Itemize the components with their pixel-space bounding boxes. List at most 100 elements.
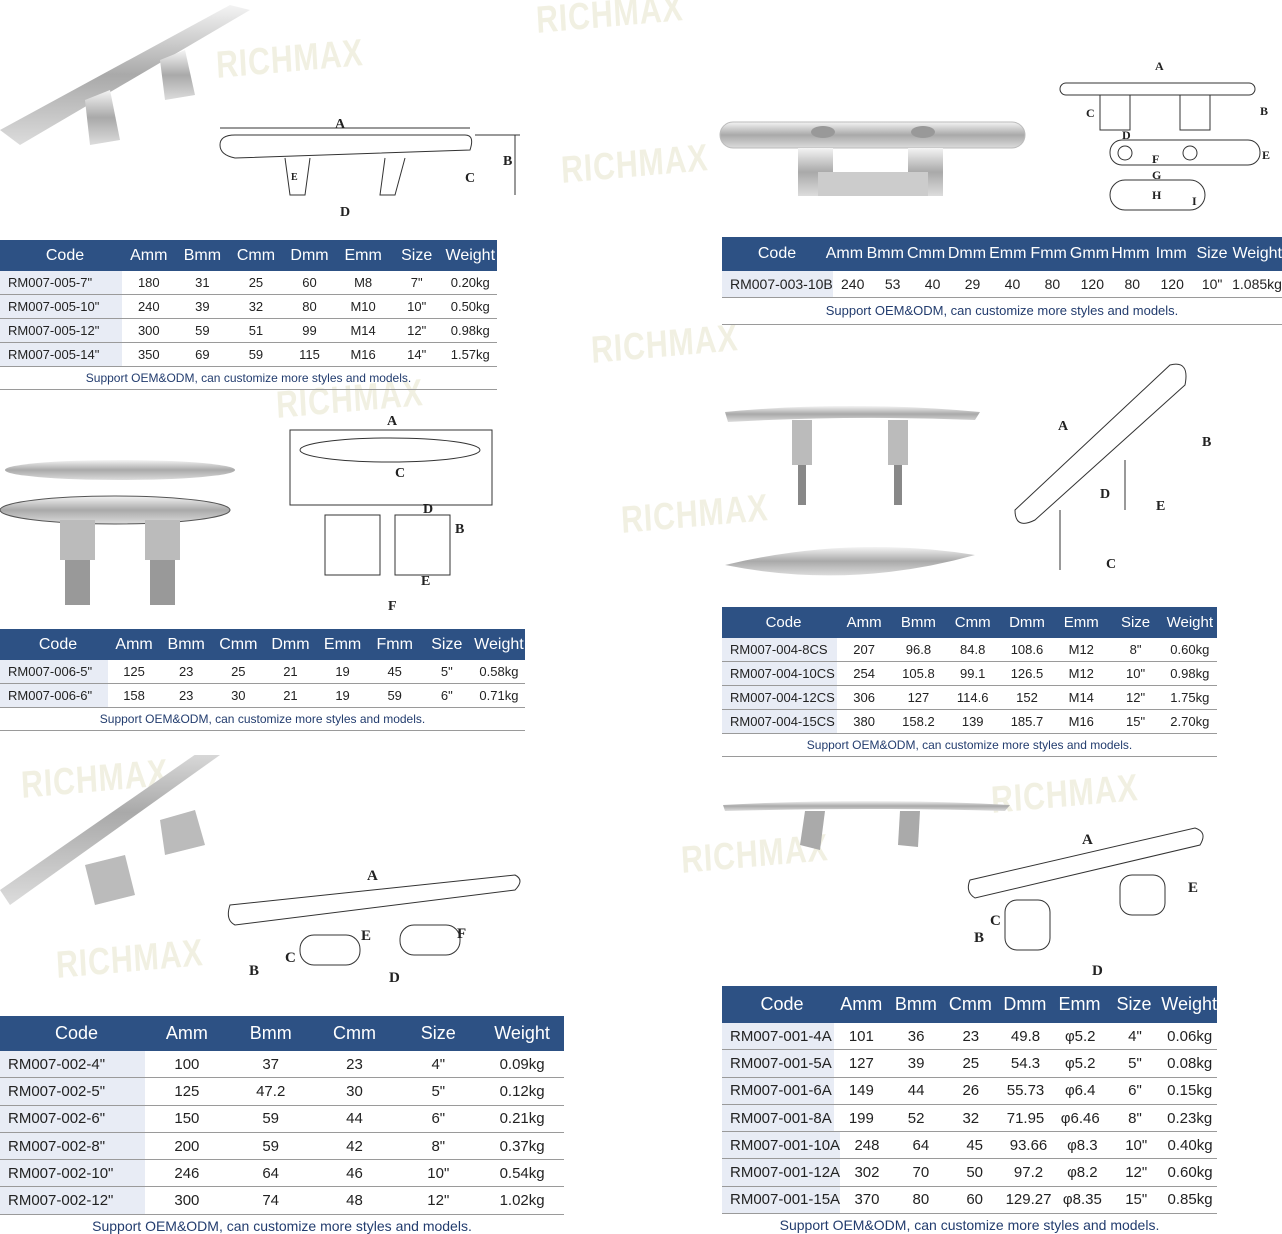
table-cell: 31 — [195, 275, 210, 290]
dim-label: F — [1152, 152, 1159, 166]
table-cell: M16 — [1068, 714, 1094, 729]
table-cell: 48 — [346, 1192, 363, 1210]
table-cell: 59 — [387, 688, 402, 703]
table-cell: 25 — [962, 1054, 980, 1072]
table-cell: 115 — [299, 347, 320, 362]
table-cell: 21 — [283, 664, 298, 679]
column-header: Code — [45, 246, 85, 264]
table-cell: 59 — [262, 1110, 280, 1128]
dim-label: D — [1122, 128, 1131, 142]
table-cell: φ5.2 — [1064, 1054, 1096, 1072]
table-cell: 105.8 — [902, 666, 935, 681]
table-cell: 10" — [1125, 1136, 1148, 1154]
column-header: Amm — [115, 635, 153, 653]
table-cell: 80 — [302, 299, 317, 314]
table-cell: 14" — [407, 347, 427, 362]
product-code: RM007-005-10" — [0, 295, 122, 318]
table-cell: 0.12kg — [499, 1082, 545, 1100]
table-cell: 248 — [854, 1136, 880, 1154]
table-cell: 10" — [1201, 276, 1223, 292]
table-cell: 39 — [907, 1054, 925, 1072]
column-header: Emm — [344, 246, 382, 264]
dim-label: B — [503, 154, 512, 169]
table-cell: 12" — [407, 323, 427, 338]
table-cell: 199 — [848, 1109, 874, 1127]
table-cell: 12" — [1125, 1164, 1148, 1182]
table-cell: 70 — [912, 1164, 930, 1182]
product-code: RM007-005-7" — [0, 271, 122, 294]
table-cell: 21 — [283, 688, 298, 703]
table-cell: 74 — [262, 1192, 280, 1210]
table-cell: M12 — [1068, 642, 1094, 657]
product-code: RM007-002-5" — [0, 1078, 145, 1105]
product-code: RM007-002-6" — [0, 1105, 145, 1132]
column-header: Fmm — [376, 635, 413, 653]
table-cell: 302 — [854, 1164, 880, 1182]
table-cell: 12" — [1126, 690, 1146, 705]
table-cell: 84.8 — [960, 642, 986, 657]
table-cell: 5" — [440, 664, 453, 679]
table-cell: 300 — [137, 323, 160, 338]
table-cell: 0.09kg — [499, 1055, 545, 1073]
column-header: Emm — [989, 245, 1027, 262]
dim-label: D — [389, 970, 400, 986]
table-cell: M10 — [350, 299, 376, 314]
table-cell: 45 — [387, 664, 402, 679]
watermark: RICHMAX — [560, 137, 710, 192]
table-cell: 99.1 — [960, 666, 986, 681]
dim-label: C — [395, 466, 405, 481]
oem-note: Support OEM&ODM, can customize more styl… — [722, 734, 1217, 757]
dim-label: E — [361, 928, 371, 944]
table-cell: M16 — [350, 347, 376, 362]
table-cell: 129.27 — [1005, 1191, 1052, 1209]
dim-label: E — [291, 172, 298, 183]
cleat-photo-004 — [725, 406, 980, 576]
dim-label: B — [974, 930, 984, 946]
table-cell: 125 — [123, 664, 145, 679]
table-cell: 60 — [302, 275, 317, 290]
column-header: Code — [765, 614, 802, 631]
table-cell: 51 — [248, 323, 264, 338]
table-cell: 108.6 — [1010, 642, 1044, 657]
table-cell: 97.2 — [1013, 1164, 1044, 1182]
column-header: Code — [54, 1023, 99, 1043]
column-header: Size — [420, 1023, 456, 1043]
column-header: Weight — [1232, 245, 1282, 262]
product-code: RM007-002-12" — [0, 1187, 145, 1214]
dim-label: C — [465, 171, 475, 186]
column-header: Cmm — [954, 614, 991, 631]
product-code: RM007-004-10CS — [722, 662, 837, 685]
column-header: Bmm — [900, 614, 936, 631]
watermark: RICHMAX — [590, 317, 740, 372]
column-header: Dmm — [947, 245, 987, 262]
table-cell: 0.60kg — [1170, 642, 1210, 657]
table-cell: M14 — [1068, 690, 1094, 705]
table-cell: 127 — [907, 690, 930, 705]
product-code: RM007-001-12A — [722, 1159, 841, 1186]
product-code: RM007-001-15A — [722, 1186, 841, 1214]
dimension-diagram-004: A B C D E — [1014, 363, 1211, 572]
table-cell: 240 — [841, 276, 865, 292]
table-cell: 200 — [174, 1137, 200, 1155]
table-cell: 25 — [231, 664, 246, 679]
cleat-photo-003 — [719, 121, 1026, 196]
column-header: Emm — [323, 635, 362, 653]
table-cell: 64 — [912, 1136, 930, 1154]
column-header: Bmm — [894, 994, 937, 1014]
table-cell: 0.08kg — [1167, 1054, 1213, 1072]
table-cell: 64 — [262, 1164, 280, 1182]
table-cell: 8" — [1128, 1109, 1142, 1127]
table-cell: 0.40kg — [1167, 1136, 1213, 1154]
table-cell: 30 — [231, 688, 246, 703]
table-cell: 0.23kg — [1167, 1109, 1213, 1127]
column-header: Amm — [165, 1023, 208, 1043]
column-header: Dmm — [1003, 994, 1047, 1014]
product-code: RM007-004-8CS — [722, 638, 837, 661]
